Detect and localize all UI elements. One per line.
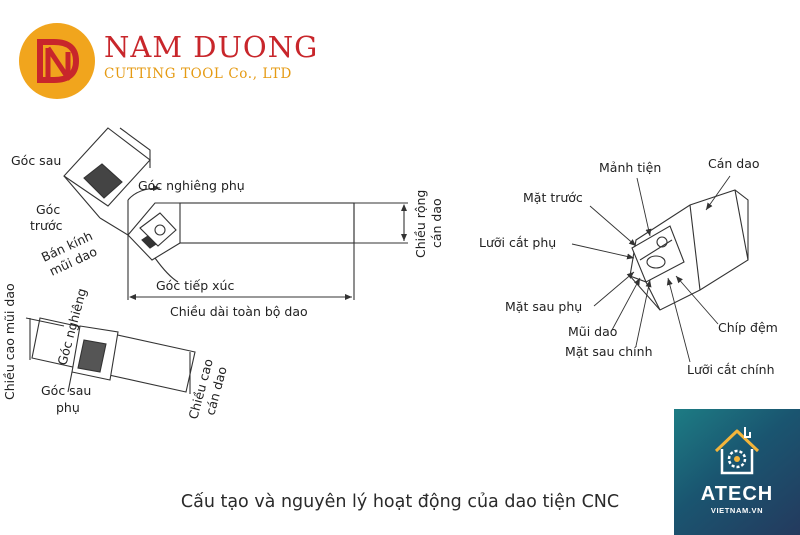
label-goc-sau: Góc sau	[11, 153, 61, 168]
label-goc-truoc-1: Góc	[36, 202, 60, 217]
brand-name: NAM DUONG	[104, 30, 319, 64]
label-mat-truoc: Mặt trước	[523, 190, 583, 205]
label-luoi-cat-chinh: Lưỡi cắt chính	[687, 362, 775, 377]
label-chieu-rong-2: cán dao	[429, 198, 444, 248]
figure-caption: Cấu tạo và nguyên lý hoạt động của dao t…	[180, 492, 620, 512]
label-goc-nghieng-phu: Góc nghiêng phụ	[138, 178, 245, 193]
label-chieu-rong-1: Chiều rộng	[413, 190, 428, 258]
label-luoi-cat-phu: Lưỡi cắt phụ	[479, 235, 556, 250]
label-goc-tiep-xuc: Góc tiếp xúc	[156, 278, 234, 293]
label-mat-sau-chinh: Mặt sau chính	[565, 344, 653, 359]
brand-logo-icon	[19, 23, 95, 99]
brand-subtitle: CUTTING TOOL Co., LTD	[104, 66, 292, 82]
badge-subtitle: VIETNAM.VN	[710, 506, 764, 515]
label-can-dao: Cán dao	[708, 156, 760, 171]
right-tool-view	[629, 189, 749, 311]
label-goc-sau-phu-2: phụ	[56, 400, 80, 415]
atech-badge: ATECH VIETNAM.VN	[674, 409, 800, 535]
label-goc-sau-phu-1: Góc sau	[41, 383, 91, 398]
badge-title: ATECH	[700, 483, 774, 505]
label-goc-truoc-2: trước	[30, 218, 63, 233]
label-chieu-cao-mui: Chiều cao mũi dao	[2, 283, 17, 400]
label-chieu-dai: Chiều dài toàn bộ dao	[170, 304, 308, 319]
label-manh-tien: Mảnh tiện	[599, 160, 661, 175]
left-tool-views	[25, 127, 408, 394]
house-gear-icon	[714, 427, 760, 475]
label-chip-dem: Chíp đệm	[718, 320, 778, 335]
label-mui-dao: Mũi dao	[568, 324, 617, 339]
label-mat-sau-phu: Mặt sau phụ	[505, 299, 582, 314]
right-leader-lines	[571, 175, 731, 363]
